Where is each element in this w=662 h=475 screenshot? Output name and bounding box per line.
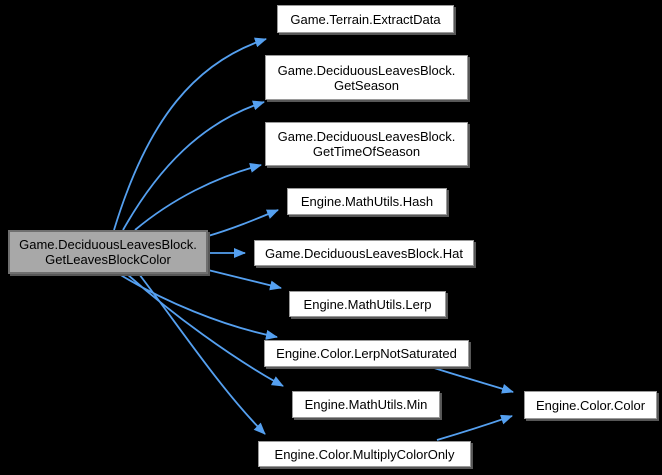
node-label-line1: Game.DeciduousLeavesBlock.	[277, 129, 456, 144]
node-hash[interactable]: Engine.MathUtils.Hash	[287, 188, 447, 215]
edge-main-to-lerp	[207, 269, 282, 291]
node-lerp[interactable]: Engine.MathUtils.Lerp	[289, 291, 446, 317]
edge-main-to-get-season	[122, 100, 265, 231]
node-extract-data[interactable]: Game.Terrain.ExtractData	[277, 5, 454, 33]
node-label-line2: GetTimeOfSeason	[312, 144, 421, 159]
node-label-line1: Engine.Color.Color	[535, 397, 646, 413]
node-label-line1: Game.Terrain.ExtractData	[290, 11, 441, 27]
edge-main-to-get-time-of-season	[134, 163, 262, 231]
node-label-line2: GetLeavesBlockColor	[45, 252, 171, 267]
node-multiply-color-only[interactable]: Engine.Color.MultiplyColorOnly	[258, 441, 471, 467]
edge-main-to-min	[126, 273, 284, 387]
node-label-line1: Game.DeciduousLeavesBlock.	[19, 237, 197, 252]
edge-multiply-color-only-to-color	[436, 414, 513, 441]
node-label-line1: Engine.Color.LerpNotSaturated	[276, 346, 457, 361]
edge-lerp-not-saturated-to-color	[430, 366, 514, 394]
node-label-line2: GetSeason	[333, 77, 400, 93]
node-get-leaves-block-color: Game.DeciduousLeavesBlock. GetLeavesBloc…	[8, 230, 208, 274]
edge-main-to-extract-data	[113, 37, 267, 231]
edge-main-to-multiply-color-only	[138, 273, 266, 435]
node-hat[interactable]: Game.DeciduousLeavesBlock.Hat	[254, 240, 474, 266]
edge-main-to-lerp-not-saturated	[118, 273, 278, 340]
node-get-time-of-season[interactable]: Game.DeciduousLeavesBlock. GetTimeOfSeas…	[265, 122, 468, 166]
node-label-line1: Engine.MathUtils.Lerp	[303, 296, 432, 312]
node-lerp-not-saturated[interactable]: Engine.Color.LerpNotSaturated	[264, 340, 469, 367]
edge-main-to-hash	[207, 209, 279, 237]
node-label-line1: Game.DeciduousLeavesBlock.	[277, 62, 456, 78]
node-get-season[interactable]: Game.DeciduousLeavesBlock. GetSeason	[265, 55, 468, 100]
node-label-line1: Engine.MathUtils.Min	[304, 397, 428, 412]
node-label-line1: Game.DeciduousLeavesBlock.Hat	[265, 245, 463, 261]
node-label-line1: Engine.MathUtils.Hash	[300, 194, 434, 209]
node-label-line1: Engine.Color.MultiplyColorOnly	[274, 446, 455, 462]
node-min[interactable]: Engine.MathUtils.Min	[292, 391, 440, 418]
node-color[interactable]: Engine.Color.Color	[524, 391, 657, 419]
